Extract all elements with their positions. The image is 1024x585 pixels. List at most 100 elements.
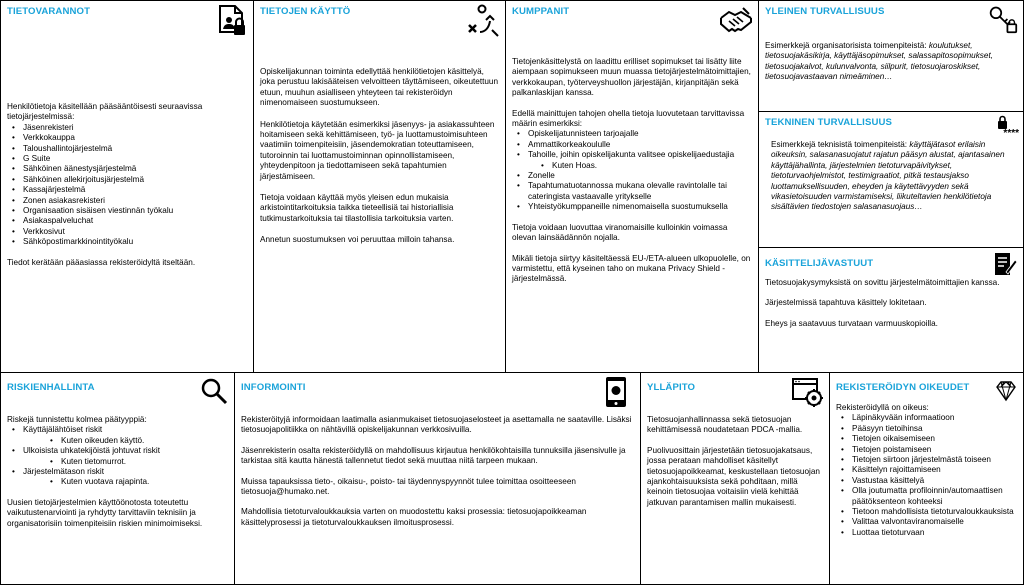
sub-list-item: Kuten tietomurrot. [50,457,228,468]
panel-body: Riskejä tunnistettu kolmea päätyyppiä: K… [7,415,228,537]
sub-list-item: Kuten oikeuden käyttö. [50,436,228,447]
panel-riskienhallinta: RISKIENHALLINTA Riskejä tunnistettu kolm… [0,372,235,585]
panel-title: YLEINEN TURVALLISUUS [765,6,885,17]
panel-body: Henkilötietoja käsitellään pääsääntöises… [7,102,247,276]
panel-title: INFORMOINTI [241,382,306,393]
paragraph: Opiskelijakunnan toiminta edellyttää hen… [260,67,499,108]
list-item: Opiskelijatunnisteen tarjoajalle [517,129,752,140]
list-item-text: Järjestelmätason riskit [23,467,104,477]
list-item: Tietojen siirtoon järjestelmästä toiseen [841,455,1017,466]
paragraph: Edellä mainittujen tahojen ohella tietoj… [512,108,745,129]
handshake-icon [719,4,753,38]
panel-body: Opiskelijakunnan toiminta edellyttää hen… [260,67,499,254]
paragraph: Mikäli tietoja siirtyy käsiteltäessä EU-… [512,253,751,284]
intro-text: Rekisteröidyllä on oikeus: [836,403,929,412]
list-item: Käyttäjälähtöiset riskit Kuten oikeuden … [12,425,228,447]
list-item: Sähköpostimarkkinointityökalu [12,237,247,248]
paragraph: Henkilötietoja käytetään esimerkiksi jäs… [260,119,495,181]
list-item: Kassajärjestelmä [12,185,247,196]
intro-text: Henkilötietoja käsitellään pääsääntöises… [7,102,203,122]
paragraph: Tietosuojanhallinnassa sekä tietosuojan … [647,415,803,435]
panel-title: TIETOVARANNOT [7,6,91,17]
panel-title: TIETOJEN KÄYTTÖ [260,6,351,17]
list-item: Olla joutumatta profiloinnin/automaattis… [841,486,1017,507]
list-item-text: Tahoille, joihin opiskelijakunta valitse… [528,150,735,160]
paragraph: Tietoja voidaan käyttää myös yleisen edu… [260,193,454,223]
panel-tekninen-turvallisuus: TEKNINEN TURVALLISUUS **** Esimerkkejä t… [758,111,1024,248]
panel-yleinen-turvallisuus: YLEINEN TURVALLISUUS Esimerkkejä organis… [758,0,1024,112]
panel-informointi: INFORMOINTI Rekisteröityjä informoidaan … [234,372,641,585]
list-item: Tapahtumatuotannossa mukana olevalle rav… [517,181,752,202]
panel-title: KÄSITTELIJÄVASTUUT [765,258,874,269]
panel-kumppanit: KUMPPANIT Tietojenkäsittelystä on laadit… [505,0,759,373]
paragraph: Esimerkkejä organisatorisista toimenpite… [765,41,1017,83]
sub-list: Kuten oikeuden käyttö. [23,436,228,447]
panel-rekisteroidyn-oikeudet: REKISTERÖIDYN OIKEUDET Rekisteröidyllä o… [829,372,1024,585]
paragraph: Esimerkkejä teknisistä toimenpiteistä: k… [771,140,1017,213]
list-item: Vastustaa käsittelyä [841,476,1017,487]
panel-tietojen-kaytto: TIETOJEN KÄYTTÖ Opiskelijakunnan toimint… [253,0,506,373]
list-item: Ammattikorkeakoululle [517,140,752,151]
list-item: Yhteistyökumppaneille nimenomaisella suo… [517,202,752,213]
paragraph: Puolivuosittain järjestetään tietosuojak… [647,445,820,507]
panel-body: Rekisteröidyllä on oikeus: Läpinäkyvään … [836,403,1017,539]
list-item: Verkkosivut [12,227,247,238]
paragraph: Tietoja voidaan luovuttaa viranomaisille… [512,222,728,243]
sub-list: Kuten vuotava rajapinta. [23,477,228,488]
list-item: Pääsyyn tietoihinsa [841,424,1017,435]
panel-kasittelijavastuut: KÄSITTELIJÄVASTUUT Tietosuojakysymyksist… [758,247,1024,373]
paragraph: Eheys ja saatavuus turvataan varmuuskopi… [765,318,938,328]
intro-text: Riskejä tunnistettu kolmea päätyyppiä: [7,415,147,424]
magnifier-icon [199,376,229,406]
outro-text: Tiedot kerätään pääasiassa rekisteröidyl… [7,257,196,267]
lead-text: Esimerkkejä teknisistä toimenpiteistä: [771,140,910,149]
panel-body: Esimerkkejä organisatorisista toimenpite… [765,41,1017,91]
panel-title: REKISTERÖIDYN OIKEUDET [836,382,970,393]
panel-yllapito: YLLÄPITO Tietosuojanhallinnassa sekä tie… [640,372,830,585]
list-item: Jäsenrekisteri [12,123,247,134]
panel-title: KUMPPANIT [512,6,570,17]
signed-document-icon [992,251,1018,277]
list-item: Luottaa tietoturvaan [841,528,1017,539]
list-item: Valittaa valvontaviranomaiselle [841,517,1017,528]
lead-text: Esimerkkejä organisatorisista toimenpite… [765,41,929,50]
list-item: Käsittelyn rajoittamiseen [841,465,1017,476]
list-item: Sähköinen allekirjoitusjärjestelmä [12,175,247,186]
panel-body: Tietosuojanhallinnassa sekä tietosuojan … [647,415,823,516]
panel-body: Tietojenkäsittelystä on laadittu erillis… [512,57,752,293]
list-item: Läpinäkyvään informaatioon [841,413,1017,424]
mobile-phone-icon [604,376,628,408]
panel-tietovarannot: TIETOVARANNOT Henkilötietoja käsitellään… [0,0,254,373]
panel-title: TEKNINEN TURVALLISUUS [765,117,893,128]
key-lock-icon [988,4,1018,34]
sub-list: Kuten Hoas. [514,161,752,172]
list-item: Tietojen oikaisemiseen [841,434,1017,445]
list-item: Tietojen poistamiseen [841,445,1017,456]
panel-body: Esimerkkejä teknisistä toimenpiteistä: k… [771,140,1017,221]
recipient-list: Opiskelijatunnisteen tarjoajalle Ammatti… [512,129,752,213]
paragraph: Tietojenkäsittelystä on laadittu erillis… [512,57,751,98]
sub-list: Kuten tietomurrot. [23,457,228,468]
diamond-icon [994,379,1018,403]
panel-title: YLLÄPITO [647,382,696,393]
panel-body: Rekisteröityjä informoidaan laatimalla a… [241,415,634,536]
sub-list-item: Kuten vuotava rajapinta. [50,477,228,488]
list-item: Sähköinen äänestysjärjestelmä [12,164,247,175]
list-item-text: Ulkoisista uhkatekijöistä johtuvat riski… [23,446,160,456]
list-item: Asiakaspalveluchat [12,216,247,227]
list-item: Tahoille, joihin opiskelijakunta valitse… [517,150,752,171]
list-item: G Suite [12,154,247,165]
password-lock-icon [992,115,1018,141]
paragraph: Mahdollisia tietoturvaloukkauksia varten… [241,507,587,527]
list-item: Tietoon mahdollisista tietoturvaloukkauk… [841,507,1017,518]
list-item: Järjestelmätason riskit Kuten vuotava ra… [12,467,228,488]
paragraph: Annetun suostumuksen voi peruuttaa millo… [260,235,455,245]
list-item: Verkkokauppa [12,133,247,144]
document-lock-icon [214,4,248,38]
strategy-play-icon [466,4,500,38]
risk-list: Käyttäjälähtöiset riskit Kuten oikeuden … [7,425,228,488]
password-stars: **** [1003,128,1019,139]
examples-text: käyttäjätasot erilaisin oikeuksin, salas… [771,140,1005,212]
sub-list-item: Kuten Hoas. [541,161,752,172]
